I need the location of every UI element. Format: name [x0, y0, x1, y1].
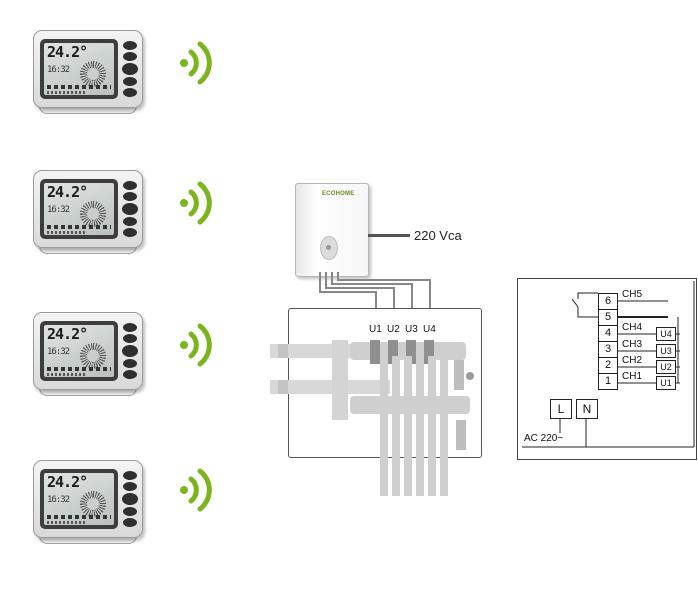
button-up-icon — [123, 41, 137, 50]
terminal-1: 1 — [598, 373, 618, 390]
channel-label-ch5: CH5 — [622, 289, 643, 300]
thermostat-body: 24.2° 16:32 — [33, 312, 143, 390]
clock-readout: 16:32 — [47, 495, 70, 505]
button-ok-icon — [122, 203, 138, 215]
ac-supply-label: AC 220~ — [524, 433, 564, 444]
receiver-led-icon — [320, 236, 338, 260]
terminal-3: 3 — [598, 341, 618, 358]
program-bars — [47, 373, 87, 376]
thermostat-display-bezel: 24.2° 16:32 — [40, 179, 118, 239]
wireless-signal-icon — [180, 468, 212, 512]
button-left-icon — [123, 482, 137, 491]
thermostat-2: 24.2° 16:32 — [33, 170, 143, 254]
day-indicators — [47, 515, 111, 519]
terminal-5: 5 — [598, 309, 618, 326]
thermostat-lcd: 24.2° 16:32 — [44, 43, 114, 95]
temperature-readout: 24.2° — [47, 43, 88, 61]
receiver-cables — [319, 272, 431, 316]
channel-label-ch4: CH4 — [622, 322, 643, 333]
supply-voltage-label: 220 Vca — [414, 228, 462, 243]
thermostat-buttons — [122, 41, 138, 97]
output-box-u2: U2 — [656, 360, 676, 374]
button-down-icon — [123, 507, 137, 516]
button-down-icon — [123, 359, 137, 368]
program-bars — [47, 91, 87, 94]
output-label-u2: U2 — [387, 324, 400, 335]
button-up-icon — [123, 471, 137, 480]
thermostat-lcd: 24.2° 16:32 — [44, 325, 114, 377]
thermostat-1: 24.2° 16:32 — [33, 30, 143, 114]
day-indicators — [47, 367, 111, 371]
output-box-u3: U3 — [656, 344, 676, 358]
button-mode-icon — [123, 228, 137, 237]
button-left-icon — [123, 192, 137, 201]
thermostat-4: 24.2° 16:32 — [33, 460, 143, 544]
clock-readout: 16:32 — [47, 205, 70, 215]
button-ok-icon — [122, 493, 138, 505]
channel-label-ch1: CH1 — [622, 371, 643, 382]
button-mode-icon — [123, 518, 137, 527]
terminal-n: N — [576, 399, 598, 419]
temperature-readout: 24.2° — [47, 183, 88, 201]
thermostat-buttons — [122, 323, 138, 379]
output-box-u4: U4 — [656, 327, 676, 341]
thermostat-body: 24.2° 16:32 — [33, 170, 143, 248]
terminal-l: L — [550, 399, 572, 419]
thermostat-buttons — [122, 181, 138, 237]
button-ok-icon — [122, 345, 138, 357]
manifold-drawing — [270, 340, 474, 496]
button-up-icon — [123, 181, 137, 190]
output-box-u1: U1 — [656, 376, 676, 390]
supply-cable — [368, 234, 410, 237]
wireless-signal-icon — [180, 41, 212, 85]
button-down-icon — [123, 77, 137, 86]
thermostat-lcd: 24.2° 16:32 — [44, 473, 114, 525]
thermostat-body: 24.2° 16:32 — [33, 30, 143, 108]
program-dial-icon — [80, 343, 106, 369]
program-dial-icon — [80, 491, 106, 517]
temperature-readout: 24.2° — [47, 473, 88, 491]
output-label-u3: U3 — [405, 324, 418, 335]
output-label-u4: U4 — [423, 324, 436, 335]
thermostat-body: 24.2° 16:32 — [33, 460, 143, 538]
terminal-6: 6 — [598, 293, 618, 310]
wiring-lines — [522, 281, 695, 448]
button-down-icon — [123, 217, 137, 226]
channel-label-ch3: CH3 — [622, 339, 643, 350]
program-bars — [47, 521, 87, 524]
receiver-unit: ECOHOME — [295, 183, 369, 277]
thermostat-3: 24.2° 16:32 — [33, 312, 143, 396]
wireless-signal-icon — [180, 323, 212, 367]
wireless-signal-icon — [180, 181, 212, 225]
thermostat-display-bezel: 24.2° 16:32 — [40, 469, 118, 529]
program-bars — [47, 231, 87, 234]
button-up-icon — [123, 323, 137, 332]
thermostat-display-bezel: 24.2° 16:32 — [40, 321, 118, 381]
receiver-logo: ECOHOME — [322, 191, 355, 197]
output-label-u1: U1 — [369, 324, 382, 335]
button-left-icon — [123, 334, 137, 343]
thermostat-display-bezel: 24.2° 16:32 — [40, 39, 118, 99]
thermostat-buttons — [122, 471, 138, 527]
thermostat-lcd: 24.2° 16:32 — [44, 183, 114, 235]
button-left-icon — [123, 52, 137, 61]
wiring-diagram: 6 5 4 3 2 1 CH5 CH4 CH3 CH2 CH1 U4 U3 U2… — [517, 278, 697, 460]
clock-readout: 16:32 — [47, 65, 70, 75]
channel-label-ch2: CH2 — [622, 355, 643, 366]
terminal-2: 2 — [598, 357, 618, 374]
terminal-4: 4 — [598, 325, 618, 342]
day-indicators — [47, 225, 111, 229]
day-indicators — [47, 85, 111, 89]
program-dial-icon — [80, 61, 106, 87]
button-mode-icon — [123, 370, 137, 379]
program-dial-icon — [80, 201, 106, 227]
clock-readout: 16:32 — [47, 347, 70, 357]
button-ok-icon — [122, 63, 138, 75]
temperature-readout: 24.2° — [47, 325, 88, 343]
button-mode-icon — [123, 88, 137, 97]
